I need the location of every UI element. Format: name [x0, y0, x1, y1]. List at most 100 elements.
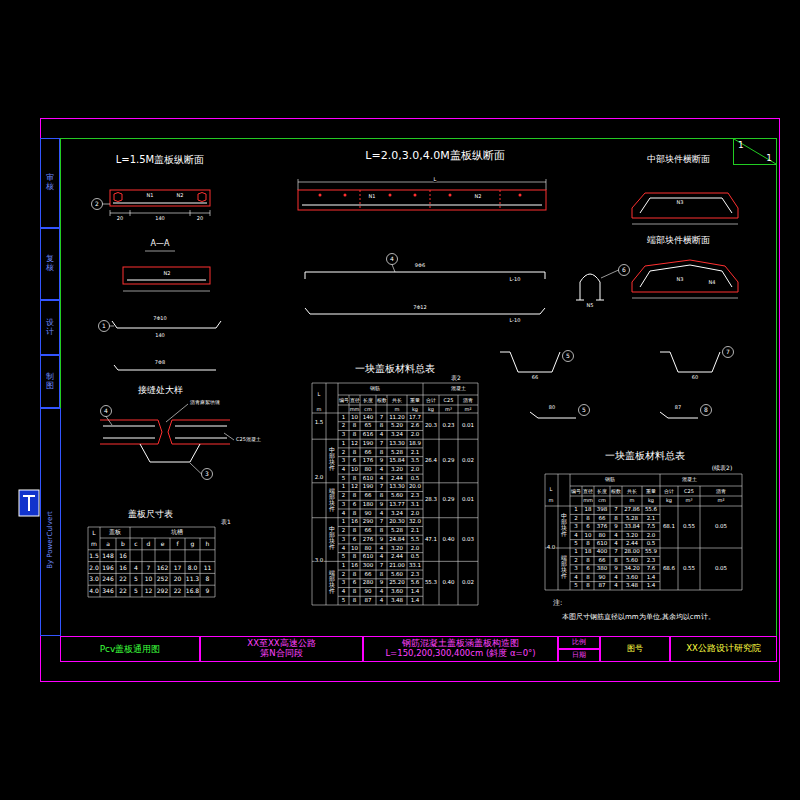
table-grid-line — [88, 527, 89, 597]
note-text: 注: — [553, 600, 562, 607]
table-grid-line — [88, 573, 215, 574]
table-cell: 8 — [380, 493, 384, 499]
table-cell: 162 — [157, 565, 168, 571]
table-cell: 2 — [342, 423, 346, 429]
table-header: L — [550, 487, 553, 492]
table-vertical-text: 端部块件 — [329, 570, 335, 594]
table-cell: 32.0 — [409, 519, 421, 525]
table-grid-line — [570, 514, 660, 515]
table-cell: 8 — [206, 576, 210, 582]
table-cell: c — [134, 541, 137, 547]
table-cell: 7 — [614, 549, 618, 555]
table-cell: 55.3 — [425, 580, 437, 586]
table-cell: 16 — [351, 519, 358, 525]
table-cell: 16 — [351, 563, 358, 569]
table-cell: 3.60 — [391, 589, 403, 595]
table-cell: 7 — [147, 565, 151, 571]
title-block-cell: 比例 — [558, 636, 600, 649]
dimension-text: N3 — [677, 277, 684, 282]
table-cell: 90 — [365, 589, 372, 595]
table-cell: 4 — [614, 533, 618, 539]
table-cell: 9 — [380, 458, 384, 464]
title-block-cell: 日期 — [558, 649, 600, 662]
table-cell: d — [147, 541, 151, 547]
table-grid-line — [570, 486, 742, 487]
table-cell: 15.84 — [389, 458, 405, 464]
table-grid-line — [88, 585, 215, 586]
table-cell: 10 — [351, 467, 358, 473]
callout-number: 6 — [622, 267, 626, 273]
table-cell: 3.20 — [391, 546, 403, 552]
table-cell: f — [176, 541, 178, 547]
table-cell: 3.0 — [315, 558, 324, 564]
drawing-title: 中部块件横断面 — [647, 155, 710, 164]
table-grid-line — [338, 578, 423, 579]
table-cell: 4 — [380, 476, 384, 482]
table-grid-line — [570, 522, 660, 523]
dimension-text: 60 — [692, 375, 698, 380]
table-cell: 3.20 — [626, 533, 638, 539]
table-cell: 5 — [574, 541, 578, 547]
dimension-text: 7Φ8 — [155, 360, 165, 365]
table-grid-line — [338, 543, 423, 544]
table-cell: 65 — [365, 423, 372, 429]
table-cell: 1 — [574, 549, 578, 555]
table-cell: 9 — [380, 502, 384, 508]
signature-cell: 设计 — [40, 300, 60, 355]
table-cell: 0.29 — [442, 458, 454, 464]
table-cell: 6 — [353, 580, 357, 586]
table-cell: 长度 — [363, 398, 373, 403]
table-cell: 0.01 — [462, 423, 474, 429]
dimension-text: 7Φ12 — [413, 305, 426, 310]
table-cell: 1.4 — [411, 589, 420, 595]
table-cell: h — [206, 541, 210, 547]
table-cell: 1 — [342, 441, 346, 447]
table-cell: 8 — [614, 516, 618, 522]
table-header: 钢筋 — [605, 477, 615, 482]
table-cell: 16.8 — [186, 588, 199, 594]
table-vertical-text: 中部块件 — [561, 513, 567, 537]
table-unit: m² — [718, 498, 725, 503]
rebar-details-left — [99, 321, 222, 371]
signature-cell: 审核 — [40, 138, 60, 228]
dimension-text: L — [434, 177, 437, 182]
table-cell: 4 — [574, 533, 578, 539]
title-block-cell: XX至XX高速公路第N合同段 — [200, 636, 363, 662]
table-cell: 编号 — [339, 398, 349, 403]
callout-number: 7 — [726, 349, 730, 355]
node-text: 比例 — [572, 638, 586, 646]
table-cell: 6 — [353, 537, 357, 543]
table-cell: 280 — [363, 580, 374, 586]
table-cell: 2.1 — [411, 450, 420, 456]
dimension-text: 140 — [155, 333, 165, 338]
table-cell: 1 — [342, 519, 346, 525]
table-cell: 4 — [380, 546, 384, 552]
table-grid-line — [170, 538, 171, 597]
table-grid-line — [558, 474, 559, 590]
table-cell: 66 — [599, 516, 606, 522]
table-cell: 0.40 — [442, 537, 454, 543]
table-cell: 11.3 — [186, 576, 199, 582]
table-unit: m — [317, 407, 322, 412]
node-text: 设计 — [46, 319, 54, 337]
table-cell: 2 — [342, 528, 346, 534]
table-title: 一块盖板材料总表 — [355, 364, 435, 374]
table-cell: 1 — [574, 507, 578, 513]
table-cell: 9 — [614, 524, 618, 530]
table-title: 盖板尺寸表 — [128, 510, 173, 519]
table-cell: 4 — [380, 511, 384, 517]
table-cell: 8 — [353, 528, 357, 534]
table-cell: 1.4 — [411, 598, 420, 604]
sheet-number-box: 11 — [733, 138, 777, 165]
table-grid-line — [570, 556, 660, 557]
table-grid-line — [338, 430, 423, 431]
note-text: 本图尺寸钢筋直径以mm为单位,其余均以cm计。 — [562, 614, 715, 621]
table-cell: 0.05 — [715, 524, 727, 530]
dimension-text: 9Φ6 — [415, 263, 425, 268]
table-cell: 沥青 — [463, 398, 473, 403]
table-unit: cm — [598, 498, 606, 503]
table-cell: 8 — [586, 558, 590, 564]
table-cell: 8 — [353, 432, 357, 438]
table-cell: 5.5 — [411, 537, 420, 543]
drawing-title: L=2.0,3.0,4.0M盖板纵断面 — [365, 150, 504, 161]
